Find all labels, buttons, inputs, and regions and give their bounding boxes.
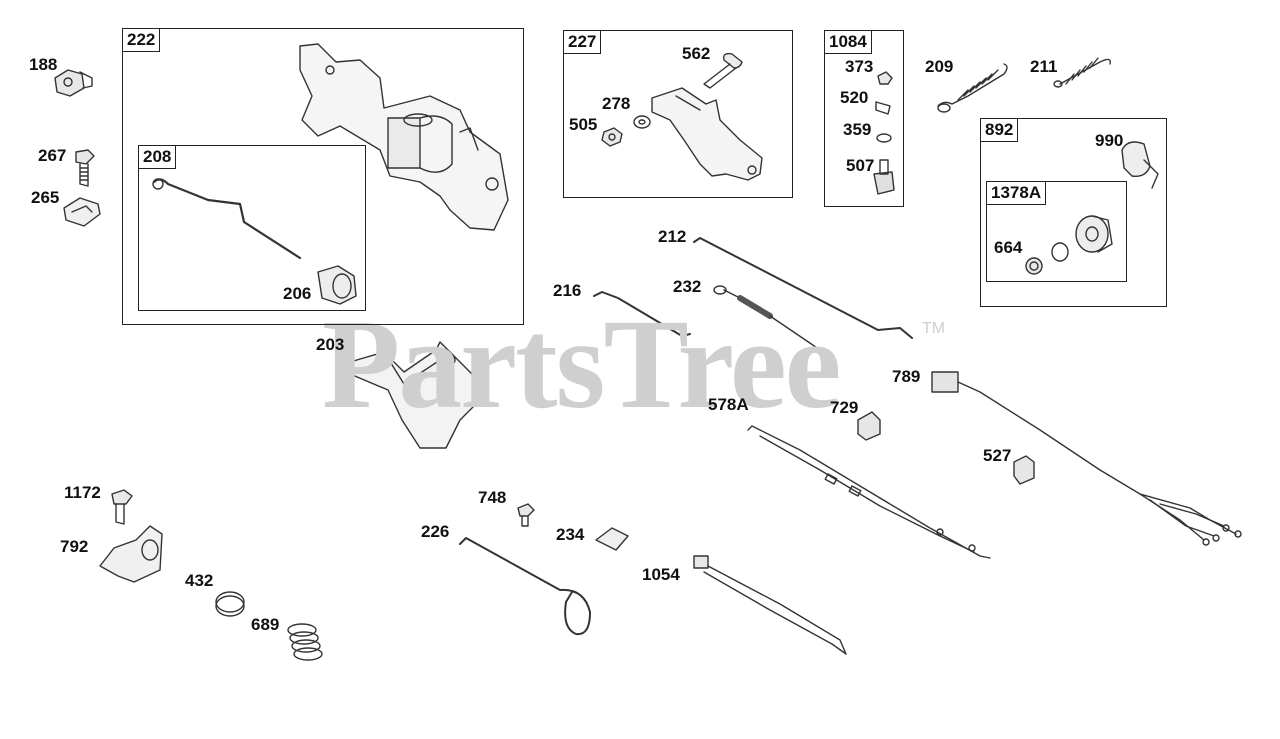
part-578A-label[interactable]: 578A bbox=[708, 395, 749, 414]
part-527-label[interactable]: 527 bbox=[983, 446, 1012, 465]
group-208-label[interactable]: 208 bbox=[139, 146, 177, 169]
group-208-frame bbox=[138, 145, 366, 311]
part-203-drawing bbox=[349, 341, 489, 449]
part-578A-drawing bbox=[747, 425, 991, 559]
part-789-label[interactable]: 789 bbox=[892, 367, 921, 386]
part-265-drawing bbox=[63, 197, 101, 227]
trademark-symbol: TM bbox=[922, 320, 946, 337]
part-188-drawing bbox=[54, 69, 93, 97]
part-216-drawing bbox=[593, 291, 691, 337]
group-892-frame bbox=[980, 118, 1167, 307]
part-211-drawing bbox=[1053, 57, 1111, 88]
part-373-label[interactable]: 373 bbox=[845, 57, 874, 76]
part-505-drawing bbox=[601, 127, 623, 147]
part-432-label[interactable]: 432 bbox=[185, 571, 214, 590]
part-373-drawing bbox=[877, 71, 893, 85]
part-990-label[interactable]: 990 bbox=[1095, 131, 1124, 150]
part-664-label[interactable]: 664 bbox=[994, 238, 1023, 257]
part-227-drawing bbox=[651, 87, 763, 181]
group-1084-frame bbox=[824, 30, 904, 207]
part-226-label[interactable]: 226 bbox=[421, 522, 450, 541]
part-664-drawing bbox=[1025, 242, 1069, 275]
part-748-label[interactable]: 748 bbox=[478, 488, 507, 507]
group-1378A-label[interactable]: 1378A bbox=[987, 182, 1047, 205]
group-1378A-frame bbox=[986, 181, 1127, 282]
part-206-label[interactable]: 206 bbox=[283, 284, 312, 303]
part-792-drawing bbox=[99, 525, 163, 583]
part-267-label[interactable]: 267 bbox=[38, 146, 67, 165]
group-222-label[interactable]: 222 bbox=[123, 29, 161, 52]
part-1172-label[interactable]: 1172 bbox=[64, 483, 101, 502]
part-1172-drawing bbox=[111, 489, 133, 525]
part-232-label[interactable]: 232 bbox=[673, 277, 702, 296]
part-203-label[interactable]: 203 bbox=[316, 335, 345, 354]
group-227-frame bbox=[563, 30, 793, 198]
group-892-label[interactable]: 892 bbox=[981, 119, 1019, 142]
part-206-drawing bbox=[317, 265, 357, 305]
part-562-label[interactable]: 562 bbox=[682, 44, 711, 63]
part-520-drawing bbox=[875, 101, 891, 115]
part-729-label[interactable]: 729 bbox=[830, 398, 859, 417]
part-432-drawing bbox=[215, 591, 245, 617]
part-188-label[interactable]: 188 bbox=[29, 55, 58, 74]
part-520-label[interactable]: 520 bbox=[840, 88, 869, 107]
part-278-drawing bbox=[633, 115, 651, 129]
part-209-label[interactable]: 209 bbox=[925, 57, 954, 76]
part-359-label[interactable]: 359 bbox=[843, 120, 872, 139]
part-1378A-drawing bbox=[1075, 215, 1113, 253]
part-212-drawing bbox=[693, 237, 913, 339]
part-211-label[interactable]: 211 bbox=[1030, 57, 1058, 76]
part-748-drawing bbox=[517, 503, 535, 527]
part-222-drawing bbox=[299, 43, 509, 231]
part-507-drawing bbox=[873, 159, 895, 195]
part-234-drawing bbox=[595, 527, 629, 551]
part-226-drawing bbox=[459, 537, 591, 636]
part-209-drawing bbox=[937, 63, 1008, 113]
part-689-drawing bbox=[287, 623, 323, 661]
watermark-brand: PartsTree bbox=[322, 293, 841, 435]
group-1084-label[interactable]: 1084 bbox=[825, 31, 872, 54]
part-359-drawing bbox=[876, 133, 892, 143]
group-222-frame bbox=[122, 28, 524, 325]
part-789-drawing bbox=[931, 371, 1242, 546]
part-208-drawing bbox=[152, 178, 302, 260]
part-212-label[interactable]: 212 bbox=[658, 227, 687, 246]
part-792-label[interactable]: 792 bbox=[60, 537, 89, 556]
part-278-label[interactable]: 278 bbox=[602, 94, 631, 113]
part-267-drawing bbox=[75, 149, 95, 187]
part-265-label[interactable]: 265 bbox=[31, 188, 60, 207]
part-234-label[interactable]: 234 bbox=[556, 525, 585, 544]
part-689-label[interactable]: 689 bbox=[251, 615, 280, 634]
part-507-label[interactable]: 507 bbox=[846, 156, 875, 175]
part-1054-drawing bbox=[693, 555, 847, 655]
group-227-label[interactable]: 227 bbox=[564, 31, 602, 54]
part-232-drawing bbox=[713, 285, 833, 359]
part-729-drawing bbox=[857, 411, 881, 441]
part-216-label[interactable]: 216 bbox=[553, 281, 582, 300]
part-990-drawing bbox=[1121, 141, 1159, 189]
part-1054-label[interactable]: 1054 bbox=[642, 565, 680, 584]
part-562-drawing bbox=[703, 52, 743, 89]
part-527-drawing bbox=[1013, 455, 1035, 485]
part-505-label[interactable]: 505 bbox=[569, 115, 598, 134]
